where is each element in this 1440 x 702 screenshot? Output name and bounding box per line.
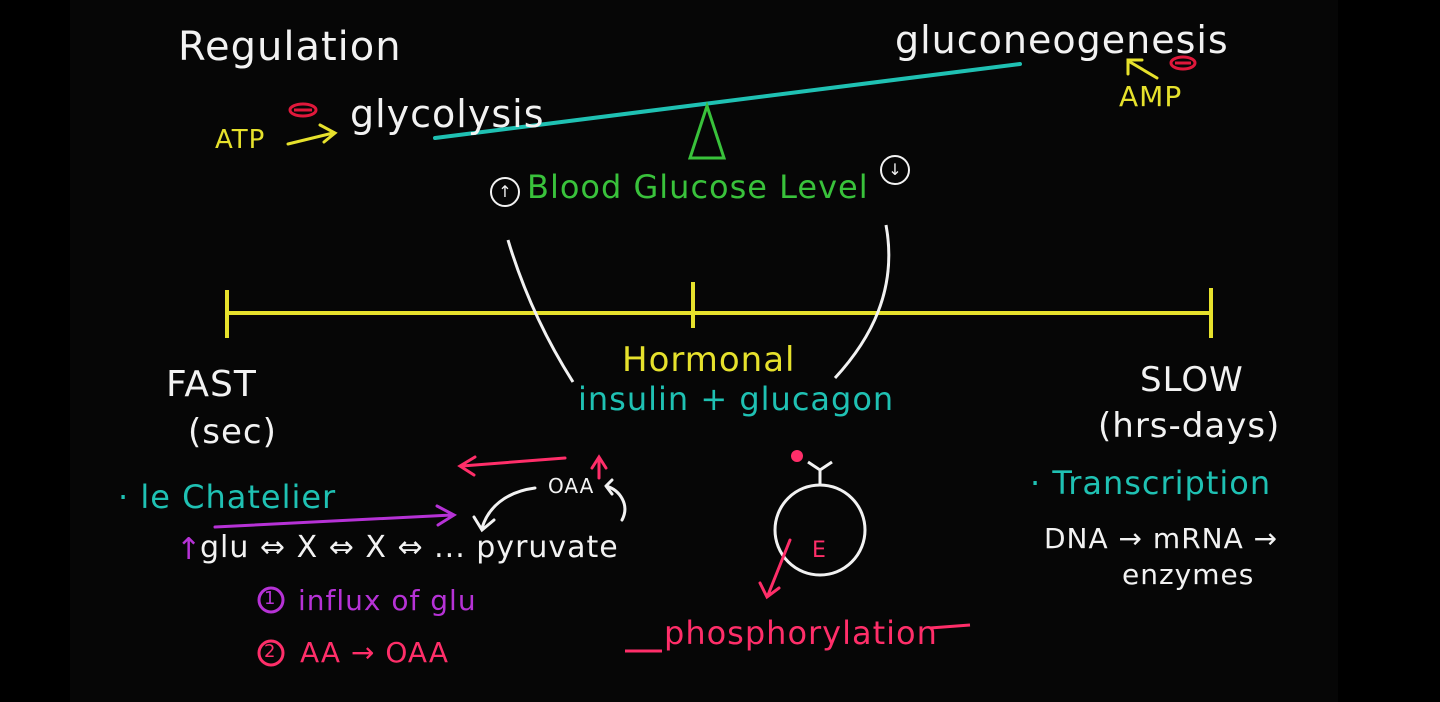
fast-sub-label: (sec) — [188, 412, 277, 452]
amp-label: AMP — [1119, 80, 1183, 113]
glycolysis-label: glycolysis — [350, 92, 545, 136]
le-chatelier-heading: · le Chatelier — [118, 478, 337, 516]
seesaw-beam — [433, 62, 1022, 140]
pyruvate-to-oaa-arrow — [604, 478, 627, 522]
glu-increase-arrow: ↑ — [176, 532, 203, 567]
amp-inhibition-mark — [1169, 55, 1197, 71]
bracket-right — [833, 224, 891, 380]
slow-label: SLOW — [1140, 360, 1244, 400]
bracket-left — [506, 239, 575, 383]
fast-label: FAST — [166, 364, 257, 405]
oaa-up-arrow — [590, 454, 608, 480]
phosphate-dot — [791, 450, 803, 462]
oaa-label: OAA — [548, 474, 595, 498]
amp-arrow — [1126, 58, 1159, 80]
slow-sub-label: (hrs-days) — [1098, 406, 1281, 446]
item-1-number: 1 — [264, 588, 277, 609]
pink-back-arrow — [457, 455, 567, 477]
enzyme-label: E — [812, 538, 827, 563]
oaa-to-pathway-arrow — [472, 486, 537, 533]
enzyme-down-arrow — [758, 538, 792, 600]
fulcrum-triangle — [687, 101, 727, 160]
pathway-equation: glu ⇔ X ⇔ X ⇔ ... pyruvate — [200, 530, 619, 565]
increase-marker: ↑ — [490, 177, 520, 207]
gluconeogenesis-label: gluconeogenesis — [895, 18, 1229, 62]
hormonal-label: Hormonal — [622, 340, 796, 380]
atp-label: ATP — [215, 125, 266, 155]
item-2-number: 2 — [264, 641, 277, 662]
blood-glucose-level-label: Blood Glucose Level — [527, 168, 869, 206]
dna-mrna-line: DNA → mRNA → — [1044, 522, 1279, 555]
influx-of-glu-label: influx of glu — [298, 584, 477, 617]
aa-to-oaa-label: AA → OAA — [300, 636, 449, 669]
transcription-heading: · Transcription — [1030, 464, 1272, 502]
insulin-glucagon-label: insulin + glucagon — [578, 380, 895, 418]
decrease-marker: ↓ — [880, 155, 910, 185]
phosphorylation-label: phosphorylation — [664, 614, 938, 652]
purple-arrow — [213, 504, 458, 529]
enzymes-line: enzymes — [1122, 558, 1255, 591]
atp-arrow — [286, 123, 338, 146]
regulation-title: Regulation — [178, 24, 402, 70]
atp-inhibition-mark — [288, 102, 318, 118]
